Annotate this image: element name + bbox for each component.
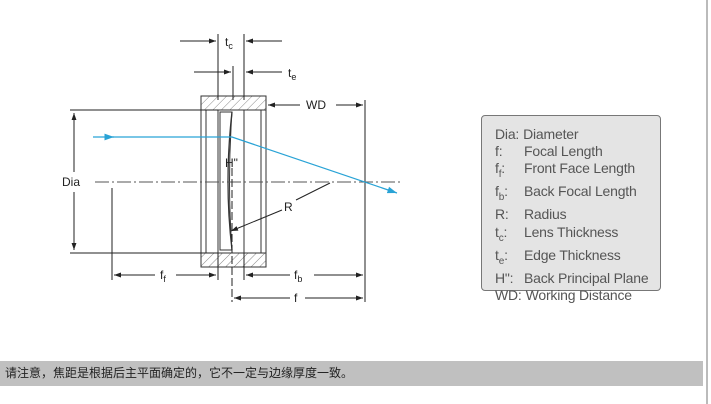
legend-key: WD: xyxy=(495,286,522,303)
legend-key: te: xyxy=(495,246,508,267)
legend-item: WD:Working Distance xyxy=(495,287,660,304)
legend-item: ff: Front Face Length xyxy=(495,160,660,183)
legend-key: f: xyxy=(495,143,503,160)
legend-item: te: Edge Thickness xyxy=(495,247,660,270)
legend-key: R: xyxy=(495,206,509,223)
legend-value: Radius xyxy=(524,206,567,223)
legend-key: Dia: xyxy=(495,126,520,142)
label-dia: Dia xyxy=(62,175,80,189)
legend-item: fb: Back Focal Length xyxy=(495,183,660,206)
label-fb: fb xyxy=(294,268,302,284)
focal-length-note: 请注意，焦距是根据后主平面确定的，它不一定与边缘厚度一致。 xyxy=(0,361,703,386)
legend-value: Front Face Length xyxy=(524,160,635,177)
lens-housing xyxy=(200,95,267,268)
legend-item: Dia:Diameter xyxy=(495,126,660,143)
legend-item: H": Back Principal Plane xyxy=(495,270,660,287)
lens-diagram: tc te WD Dia H" R ff fb f xyxy=(62,34,400,305)
legend-key: fb: xyxy=(495,183,508,204)
legend-value: Diameter xyxy=(523,126,579,142)
legend-value: Focal Length xyxy=(524,143,603,160)
light-ray xyxy=(93,133,398,194)
legend-key: H": xyxy=(495,269,514,286)
legend-value: Back Principal Plane xyxy=(524,269,649,286)
label-f: f xyxy=(294,291,298,305)
legend-key: tc: xyxy=(495,223,508,244)
dimension-lines xyxy=(70,34,400,302)
legend-value: Back Focal Length xyxy=(524,183,637,200)
legend-item: R: Radius xyxy=(495,206,660,223)
legend-key: ff: xyxy=(495,160,505,181)
legend-value: Working Distance xyxy=(525,286,632,303)
legend-item: tc: Lens Thickness xyxy=(495,224,660,247)
label-h: H" xyxy=(225,156,238,170)
label-ff: ff xyxy=(160,268,166,284)
legend-value: Edge Thickness xyxy=(524,246,621,263)
label-te: te xyxy=(288,66,296,82)
label-r: R xyxy=(284,200,293,214)
label-wd: WD xyxy=(306,98,326,112)
label-tc: tc xyxy=(225,35,233,51)
legend-value: Lens Thickness xyxy=(524,223,619,240)
legend-item: f: Focal Length xyxy=(495,143,660,160)
page-divider xyxy=(706,0,708,404)
